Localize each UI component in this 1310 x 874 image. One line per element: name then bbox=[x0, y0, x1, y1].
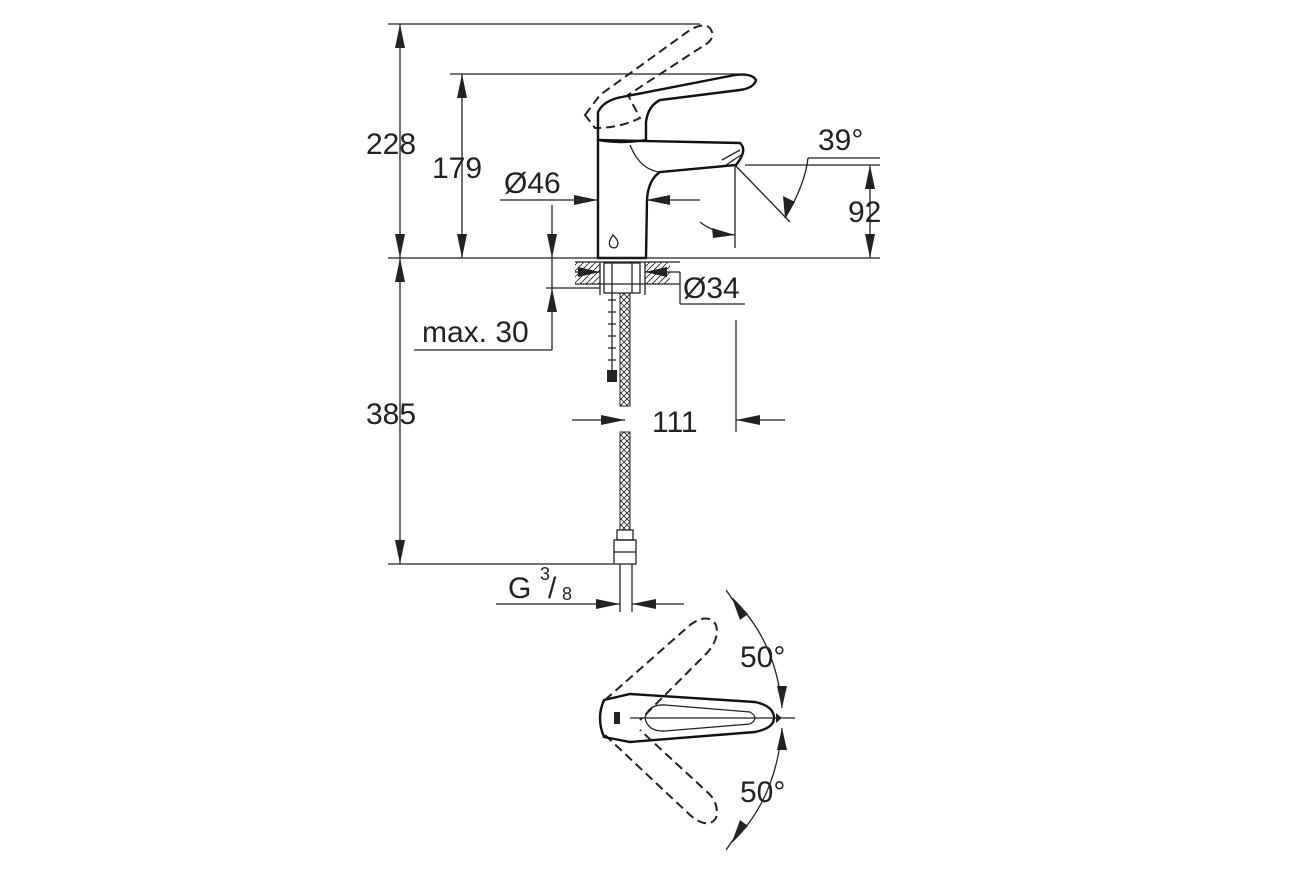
lever-raised-outline bbox=[583, 24, 714, 130]
label-swing-top: 50° bbox=[740, 641, 785, 674]
label-body-height: 179 bbox=[432, 152, 482, 185]
label-hole-diameter: Ø34 bbox=[683, 272, 740, 305]
dim-hose-length: 385 bbox=[366, 258, 614, 565]
svg-text:/: / bbox=[548, 572, 557, 605]
label-hose-length: 385 bbox=[366, 398, 416, 431]
dim-connection-thread: G 3 / 8 bbox=[496, 564, 684, 609]
label-max-thickness: max. 30 bbox=[422, 316, 529, 349]
faucet-top-view bbox=[598, 617, 795, 825]
dim-spout-height: 92 bbox=[745, 164, 881, 258]
dim-swing-angles: 50° 50° bbox=[725, 589, 787, 851]
dim-spout-reach: 111 bbox=[572, 320, 785, 439]
dim-hole-diameter: Ø34 bbox=[575, 267, 745, 305]
lever-swing-down-outline bbox=[604, 729, 718, 825]
countertop-section bbox=[575, 261, 680, 295]
lever-swing-up-outline bbox=[604, 617, 718, 721]
lever-top-outline bbox=[598, 692, 776, 744]
dim-total-height: 228 bbox=[366, 23, 700, 564]
faucet-side-view bbox=[583, 24, 758, 260]
label-spout-height: 92 bbox=[848, 196, 881, 229]
label-thread-den: 8 bbox=[562, 584, 572, 604]
faucet-body-outline bbox=[596, 138, 745, 260]
label-total-height: 228 bbox=[366, 128, 416, 161]
label-swing-bottom: 50° bbox=[740, 776, 785, 809]
label-spout-angle: 39° bbox=[818, 124, 863, 157]
label-thread-g: G bbox=[508, 572, 531, 605]
label-base-diameter: Ø46 bbox=[504, 167, 561, 200]
dim-spout-angle: 39° bbox=[699, 124, 880, 248]
label-spout-reach: 111 bbox=[652, 406, 698, 439]
water-drop-icon bbox=[608, 234, 619, 249]
hoses bbox=[607, 292, 637, 612]
dim-body-height: 179 bbox=[432, 73, 745, 258]
dim-base-diameter: Ø46 bbox=[500, 167, 700, 205]
dim-max-thickness: max. 30 bbox=[414, 205, 600, 351]
lever-outline bbox=[596, 73, 758, 144]
label-thread-num: 3 bbox=[540, 564, 550, 584]
